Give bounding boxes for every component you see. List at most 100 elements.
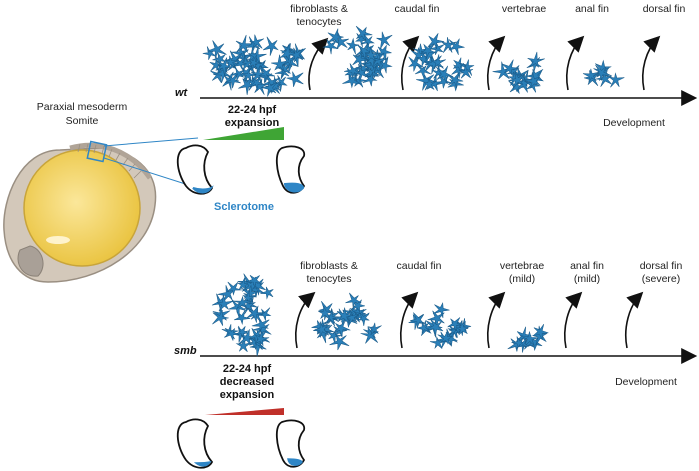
- mesenchymal-cell: [233, 56, 248, 70]
- mesenchymal-cell: [318, 305, 334, 321]
- mesenchymal-cell: [236, 326, 249, 341]
- mesenchymal-cell: [608, 72, 625, 88]
- mesenchymal-cell: [318, 323, 335, 337]
- mesenchymal-cell: [216, 294, 234, 312]
- mesenchymal-cell: [289, 47, 304, 63]
- wt-fate-arrow-2: [401, 35, 420, 91]
- wt-tissue-2-line1: caudal fin: [395, 3, 440, 15]
- mesenchymal-cell: [326, 329, 342, 345]
- mesenchymal-cell: [329, 334, 350, 351]
- mesenchymal-cell: [532, 325, 548, 346]
- smb-tissue-2-line1: caudal fin: [397, 260, 442, 272]
- smb-cell-cluster-1: [211, 273, 274, 357]
- mesenchymal-cell: [322, 39, 339, 55]
- mesenchymal-cell: [511, 336, 527, 349]
- wt-stage-line1: 22-24 hpf: [228, 104, 277, 116]
- smb-somite-right: [275, 419, 306, 468]
- mesenchymal-cell: [360, 33, 375, 49]
- mesenchymal-cell: [492, 61, 513, 80]
- smb-cell-cluster-3: [408, 302, 472, 349]
- mesenchymal-cell: [458, 64, 474, 79]
- mesenchymal-cell: [595, 71, 613, 87]
- zebrafish-embryo-illustration: [3, 137, 199, 283]
- mesenchymal-cell: [336, 307, 354, 325]
- wt-fate-arrow-5: [642, 35, 661, 91]
- wt-cell-cluster-5: [582, 59, 625, 88]
- mesenchymal-cell: [251, 317, 270, 332]
- mesenchymal-cell: [212, 309, 229, 326]
- mesenchymal-cell: [215, 57, 231, 76]
- smb-fate-arrow-2: [400, 291, 419, 349]
- wt-cell-cluster-2: [322, 25, 393, 89]
- smb-cell-cluster-2: [311, 292, 382, 351]
- wt-stage-line2: expansion: [225, 117, 280, 129]
- smb-axis-label: Development: [615, 376, 677, 388]
- mesenchymal-cell: [318, 300, 335, 321]
- smb-fate-arrow-5: [625, 291, 644, 349]
- mesenchymal-cell: [212, 52, 227, 68]
- mesenchymal-cell: [247, 54, 262, 70]
- wt-tissue-1-line1: fibroblasts &: [290, 3, 348, 15]
- mesenchymal-cell: [368, 322, 382, 336]
- wt-cell-cluster-4: [492, 51, 545, 95]
- mesenchymal-cell: [431, 65, 446, 79]
- mesenchymal-cell: [432, 302, 450, 319]
- mesenchymal-cell: [249, 34, 265, 49]
- wt-genotype-label: wt: [175, 87, 189, 99]
- mesenchymal-cell: [508, 71, 525, 90]
- smb-tissue-4-line2: (mild): [574, 273, 600, 285]
- mesenchymal-cell: [237, 55, 255, 71]
- smb-tissue-3-line2: (mild): [509, 273, 535, 285]
- mesenchymal-cell: [225, 73, 241, 89]
- smb-expansion-wedge: [205, 408, 284, 415]
- mesenchymal-cell: [207, 40, 227, 59]
- mesenchymal-cell: [238, 329, 256, 346]
- mesenchymal-cell: [435, 65, 454, 84]
- embryo-label-line1: Paraxial mesoderm: [37, 101, 128, 113]
- mesenchymal-cell: [246, 275, 261, 288]
- mesenchymal-cell: [311, 320, 327, 335]
- mesenchymal-cell: [226, 281, 242, 296]
- mesenchymal-cell: [313, 321, 330, 338]
- mesenchymal-cell: [332, 31, 350, 50]
- mesenchymal-cell: [241, 68, 257, 82]
- mesenchymal-cell: [427, 310, 445, 329]
- mesenchymal-cell: [260, 286, 274, 300]
- wt-fate-arrow-4: [566, 35, 585, 91]
- mesenchymal-cell: [430, 54, 446, 69]
- somite-stripes: [77, 143, 142, 179]
- smb-row: smb 22-24 hpf decreased expansion Develo…: [174, 260, 698, 415]
- mesenchymal-cell: [352, 50, 370, 69]
- smb-fate-arrow-4: [564, 291, 583, 349]
- mesenchymal-cell: [261, 80, 278, 97]
- mesenchymal-cell: [523, 72, 541, 89]
- wt-somite-left: [176, 144, 214, 195]
- mesenchymal-cell: [258, 307, 272, 321]
- embryo-label-line2: Somite: [66, 115, 99, 127]
- mesenchymal-cell: [282, 52, 296, 68]
- smb-stage-line3: expansion: [220, 389, 275, 401]
- smb-tissue-1-line2: tenocytes: [307, 273, 352, 285]
- mesenchymal-cell: [427, 33, 445, 50]
- mesenchymal-cell: [441, 37, 457, 53]
- wt-tissue-3-line1: vertebrae: [502, 3, 547, 15]
- mesenchymal-cell: [376, 31, 393, 50]
- wt-somite-right: [275, 145, 306, 194]
- mesenchymal-cell: [246, 305, 263, 323]
- wt-tissue-1-line2: tenocytes: [297, 16, 342, 28]
- mesenchymal-cell: [233, 295, 252, 310]
- wt-fate-arrow-3: [487, 35, 506, 91]
- wt-tissue-4-line1: anal fin: [575, 3, 609, 15]
- wt-tissue-5-line1: dorsal fin: [643, 3, 686, 15]
- smb-cell-cluster-4: [507, 324, 549, 353]
- smb-tissue-5-line2: (severe): [642, 273, 681, 285]
- smb-genotype-label: smb: [174, 345, 197, 357]
- mesenchymal-cell: [342, 73, 362, 89]
- mesenchymal-cell: [271, 54, 288, 72]
- wt-row: wt 22-24 hpf expansion Development fibro…: [175, 3, 698, 140]
- mesenchymal-cell: [448, 38, 465, 56]
- mesenchymal-cell: [425, 319, 444, 336]
- somite-highlight-box: [86, 140, 108, 163]
- mesenchymal-cell: [332, 321, 351, 337]
